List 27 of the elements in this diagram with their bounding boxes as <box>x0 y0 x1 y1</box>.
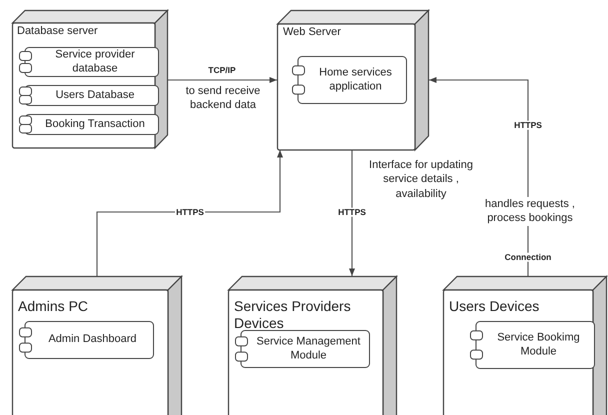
component-label: Service Management Module <box>256 335 362 363</box>
component-box <box>19 114 159 135</box>
connector-arrow <box>348 150 356 276</box>
component-box <box>292 56 407 104</box>
edge-label: TCP/IP <box>207 66 237 74</box>
edge-label: HTTPS <box>337 208 367 216</box>
connector-note: Connection <box>504 252 552 262</box>
node-title: Web Server <box>283 26 342 40</box>
node-title: Admins PC <box>18 298 90 315</box>
component-label: Home services application <box>318 66 393 94</box>
component-label: Service Bookimg Module <box>496 331 581 359</box>
component-label: Admin Dashboard <box>47 333 138 347</box>
node-title: Database server <box>17 25 99 38</box>
component-box <box>19 47 159 77</box>
component-label: Service provider database <box>54 48 136 76</box>
component-box <box>235 330 370 368</box>
component-label: Users Database <box>54 88 136 102</box>
component-box <box>470 321 595 369</box>
connector-arrow <box>96 150 284 276</box>
edge-label: HTTPS <box>513 120 543 130</box>
component-box <box>19 321 154 359</box>
node-title: Users Devices <box>449 298 540 315</box>
component-box <box>19 85 159 106</box>
component-label: Booking Transaction <box>44 118 146 132</box>
node-title: Services Providers Devices <box>234 298 352 332</box>
connector-arrow <box>168 76 277 84</box>
edge-label: HTTPS <box>175 208 205 216</box>
